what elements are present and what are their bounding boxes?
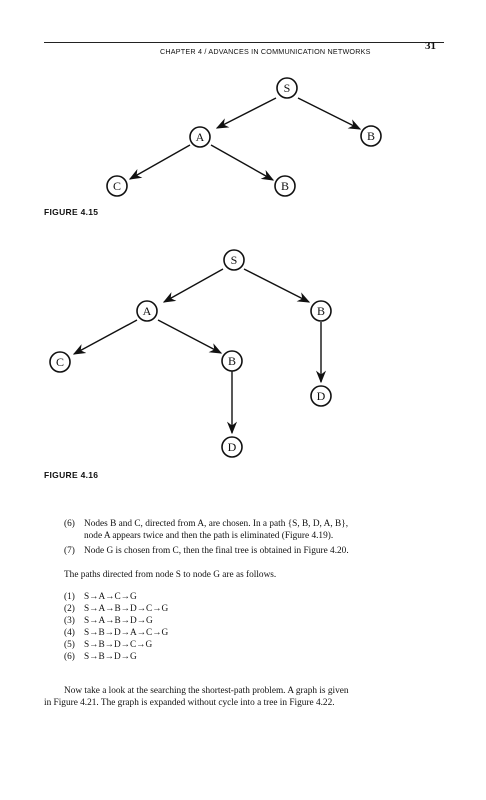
path-text: S→A→B→D→G (84, 616, 153, 626)
node-s-label: S (231, 253, 238, 267)
path-item: (3) S→A→B→D→G (64, 615, 168, 627)
edge-a-b (157, 319, 223, 354)
step-text: Nodes B and C, directed from A, are chos… (84, 519, 349, 529)
edge-s-a (162, 268, 224, 303)
edge-s-a (215, 97, 277, 129)
node-c-label: C (113, 179, 121, 193)
node-d: D (221, 436, 243, 458)
node-s-label: S (284, 81, 291, 95)
page-number: 31 (425, 40, 436, 52)
figure-4-16-caption: FIGURE 4.16 (44, 470, 99, 480)
step-number: (7) (64, 546, 75, 556)
edge-a-c (72, 319, 138, 355)
edge-s-b (243, 268, 311, 303)
node-a-label: A (196, 130, 205, 144)
edge-a-c (128, 144, 191, 180)
path-number: (2) (64, 604, 75, 614)
node-b-label: B (317, 304, 325, 318)
path-item: (4) S→B→D→A→C→G (64, 627, 168, 639)
node-c-label: C (56, 355, 64, 369)
node-b-label: B (281, 179, 289, 193)
figure-4-15-tree: S A B C B (106, 77, 382, 197)
node-b: B (221, 350, 243, 372)
node-c: C (106, 175, 128, 197)
node-d: D (310, 385, 332, 407)
node-d-label: D (228, 440, 237, 454)
node-a-label: A (143, 304, 152, 318)
node-d-label: D (317, 389, 326, 403)
step-7: (7) Node G is chosen from C, then the fin… (64, 545, 349, 557)
node-s: S (276, 77, 298, 99)
node-b: B (274, 175, 296, 197)
step-text: Node G is chosen from C, then the final … (84, 546, 349, 556)
node-b: B (310, 300, 332, 322)
edge-a-b (210, 144, 275, 181)
path-number: (3) (64, 616, 75, 626)
node-b-label: B (367, 129, 375, 143)
path-text: S→A→B→D→C→G (84, 604, 169, 614)
node-s: S (223, 249, 245, 271)
node-a: A (136, 300, 158, 322)
step-number: (6) (64, 519, 75, 529)
path-text: S→B→D→A→C→G (84, 628, 169, 638)
path-number: (4) (64, 628, 75, 638)
figure-4-15-caption: FIGURE 4.15 (44, 207, 99, 217)
path-item: (5) S→B→D→C→G (64, 639, 168, 651)
edge-s-b (297, 97, 362, 130)
paths-intro: The paths directed from node S to node G… (64, 570, 277, 580)
node-a: A (189, 126, 211, 148)
node-c: C (49, 351, 71, 373)
running-header: CHAPTER 4 / ADVANCES IN COMMUNICATION NE… (160, 47, 371, 56)
path-text: S→A→C→G (84, 592, 137, 602)
path-item: (6) S→B→D→G (64, 651, 168, 663)
path-number: (6) (64, 652, 75, 662)
path-number: (1) (64, 592, 75, 602)
step-text-continued: node A appears twice and then the path i… (84, 531, 334, 541)
path-list: (1) S→A→C→G (2) S→A→B→D→C→G (3) S→A→B→D→G (… (64, 591, 168, 663)
path-text: S→B→D→C→G (84, 640, 153, 650)
node-b: B (360, 125, 382, 147)
step-6: (6) Nodes B and C, directed from A, are c… (64, 518, 348, 542)
path-item: (1) S→A→C→G (64, 591, 168, 603)
path-text: S→B→D→G (84, 652, 137, 662)
path-number: (5) (64, 640, 75, 650)
closing-paragraph-line-2: in Figure 4.21. The graph is expanded wi… (44, 698, 335, 708)
figure-4-16-tree: S A B C B D D (49, 249, 332, 458)
header-rule (44, 42, 444, 43)
node-b-label: B (228, 354, 236, 368)
path-item: (2) S→A→B→D→C→G (64, 603, 168, 615)
closing-paragraph-line-1: Now take a look at the searching the sho… (64, 686, 349, 696)
